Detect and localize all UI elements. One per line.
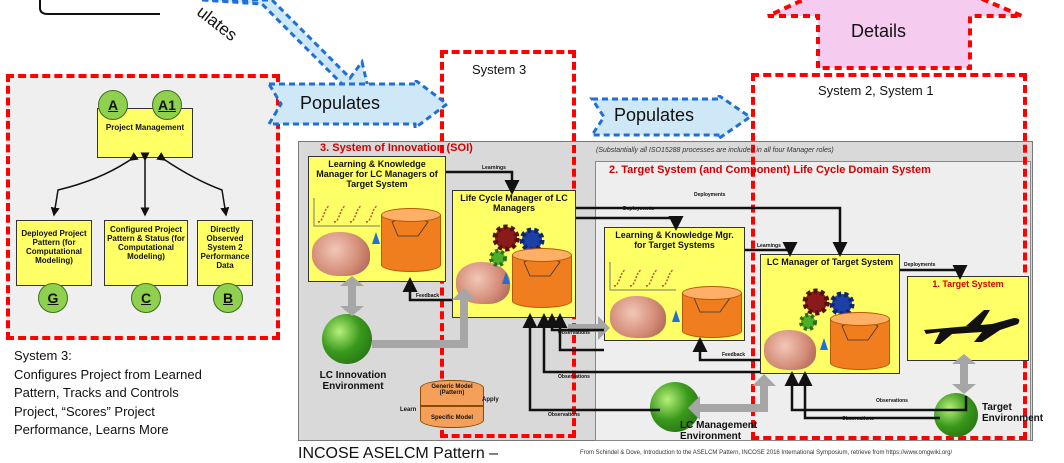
iso-note: (Substantially all ISO15288 processes ar… <box>596 147 834 154</box>
learning-curve-icon <box>313 198 380 227</box>
gears-icon <box>489 224 545 267</box>
deployed-pattern-label: Deployed Project Pattern (for Computatio… <box>21 229 87 265</box>
brain-icon <box>764 330 816 370</box>
footer-caption: INCOSE ASELCM Pattern – <box>298 445 499 462</box>
generic-model-label: Generic Model (Pattern) <box>431 384 473 396</box>
details-arrow <box>767 0 1023 70</box>
target-system-label: 1. Target System <box>932 279 1004 289</box>
learnings-label-2: Learnings <box>757 243 781 249</box>
target-system-box: 1. Target System <box>907 276 1029 361</box>
project-management-label: Project Management <box>105 123 185 132</box>
left-panel-border <box>6 74 280 340</box>
configured-pattern-label: Configured Project Pattern & Status (for… <box>107 225 185 261</box>
system3-desc-line1: System 3: <box>14 348 72 363</box>
airplane-icon <box>924 310 1020 344</box>
circle-g: G <box>38 283 68 313</box>
observations-label-1: Observations <box>558 330 590 336</box>
observations-label-2: Observations <box>558 374 590 380</box>
lc-target-label: LC Manager of Target System <box>766 257 894 267</box>
system3-desc-line4: Project, “Scores” Project <box>14 403 155 419</box>
deployed-pattern-box: Deployed Project Pattern (for Computatio… <box>16 220 92 286</box>
populates-right-label: Populates <box>614 105 695 125</box>
configured-pattern-box: Configured Project Pattern & Status (for… <box>104 220 188 286</box>
deployments-label-2: Deployments <box>623 206 655 212</box>
system3-desc-line5: Performance, Learns More <box>14 422 169 437</box>
left-panel-arrows <box>50 152 230 217</box>
system3-label: System 3 <box>472 62 527 77</box>
lk-target-label: Learning & Knowledge Mgr. for Target Sys… <box>615 230 734 250</box>
learning-curve-icon-2 <box>609 262 676 291</box>
observed-data-label: Directly Observed System 2 Performance D… <box>200 225 250 270</box>
observations-label-3: Observations <box>548 412 580 418</box>
learn-label: Learn <box>400 407 417 413</box>
populates-arrow-right <box>589 95 753 139</box>
specific-model-label: Specific Model <box>430 415 473 421</box>
deployments-label-1: Deployments <box>694 192 726 198</box>
observed-data-box: Directly Observed System 2 Performance D… <box>197 220 253 286</box>
populates-arrow-left <box>266 80 450 128</box>
system21-label: System 2, System 1 <box>818 83 934 98</box>
footer-source: From Schindel & Dove, Introduction to th… <box>580 450 953 456</box>
lcm-of-lcm-label: Life Cycle Manager of LC Managers <box>460 193 568 213</box>
circle-a: A <box>98 90 128 120</box>
lc-innovation-env-label: LC Innovation Environment <box>319 370 387 392</box>
brain-icon <box>610 296 666 338</box>
brain-icon <box>312 232 370 276</box>
lc-innovation-globe-icon <box>322 314 372 364</box>
system3-desc-line3: Pattern, Tracks and Controls <box>14 385 179 400</box>
apply-label: Apply <box>482 397 499 403</box>
system21-box <box>751 73 1027 440</box>
lk-manager-label: Learning & Knowledge Manager for LC Mana… <box>316 159 438 189</box>
learnings-label-1: Learnings <box>482 165 506 171</box>
target-env-label: Target Environment <box>982 402 1044 424</box>
circle-c: C <box>131 283 161 313</box>
circle-b: B <box>213 283 243 313</box>
lc-management-env-label: LC Management Environment <box>680 420 758 442</box>
observations-label-5: Observations <box>842 416 874 422</box>
circle-a1: A1 <box>152 90 182 120</box>
observations-label-4: Observations <box>876 398 908 404</box>
system3-desc-line2: Configures Project from Learned <box>14 366 202 382</box>
populates-left-label: Populates <box>300 93 381 113</box>
system3-description: System 3: Configures Project from Learne… <box>14 347 202 440</box>
top-connector <box>39 0 160 15</box>
project-management-box: Project Management <box>97 108 193 158</box>
deployments-label-3: Deployments <box>904 262 936 268</box>
feedback-label-2: Feedback <box>722 352 746 358</box>
target-domain-title: 2. Target System (and Component) Life Cy… <box>609 164 931 176</box>
target-env-globe-icon <box>934 393 978 437</box>
feedback-label-1: Feedback <box>416 293 440 299</box>
generic-model-cylinder <box>420 380 484 430</box>
soi-title: 3. System of Innovation (SOI) <box>320 142 473 154</box>
details-label: Details <box>851 21 907 41</box>
